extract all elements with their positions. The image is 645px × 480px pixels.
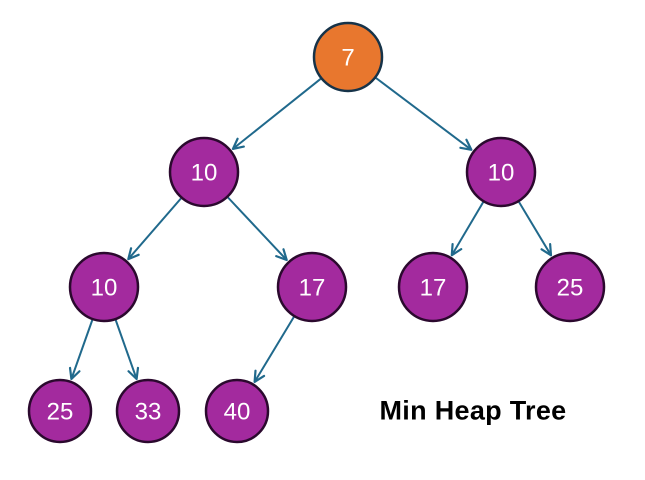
node-10-right: 10 (465, 136, 537, 208)
node-10-left-left-circle (68, 251, 140, 323)
node-25-right-right-label: 25 (557, 275, 584, 302)
node-17-right-left-circle (397, 251, 469, 323)
edges-layer (68, 77, 553, 383)
edge-node-10-left-to-node-10-left-left (127, 197, 182, 261)
node-25-bottom-label: 25 (47, 399, 74, 426)
edge-node-17-left-right-to-node-40-bottom (253, 316, 295, 383)
node-25-right-right: 25 (534, 251, 606, 323)
node-10-left-left-label: 10 (91, 275, 118, 302)
edge-root-node-7-to-node-10-right (375, 77, 473, 151)
node-10-right-label: 10 (488, 160, 515, 187)
node-10-left-circle (168, 136, 240, 208)
edge-node-10-left-left-to-node-33-bottom (114, 319, 140, 381)
node-17-right-left-label: 17 (420, 275, 447, 302)
node-10-left-label: 10 (191, 160, 218, 187)
edge-node-10-left-to-node-17-left-right (227, 196, 288, 262)
node-33-bottom-circle (115, 378, 181, 444)
node-17-left-right-label: 17 (299, 275, 326, 302)
node-17-left-right-circle (276, 251, 348, 323)
root-node-7-circle (312, 21, 384, 93)
node-17-right-left: 17 (397, 251, 469, 323)
nodes-layer: 7 10 10 10 17 17 25 25 33 40 (27, 21, 606, 444)
node-40-bottom-label: 40 (224, 399, 251, 426)
node-10-left-left: 10 (68, 251, 140, 323)
root-node-7-label: 7 (341, 45, 354, 72)
node-33-bottom: 33 (115, 378, 181, 444)
diagram-title: Min Heap Tree (379, 395, 567, 426)
edge-node-10-right-to-node-25-right-right (518, 201, 553, 257)
edge-root-node-7-to-node-10-left (231, 78, 322, 150)
node-10-left: 10 (168, 136, 240, 208)
node-17-left-right: 17 (276, 251, 348, 323)
edge-node-10-left-left-to-node-25-bottom (68, 319, 94, 381)
node-33-bottom-label: 33 (135, 399, 162, 426)
node-25-bottom: 25 (27, 378, 93, 444)
node-25-bottom-circle (27, 378, 93, 444)
node-40-bottom: 40 (204, 378, 270, 444)
node-25-right-right-circle (534, 251, 606, 323)
edge-node-10-right-to-node-17-right-left (450, 201, 485, 257)
node-10-right-circle (465, 136, 537, 208)
node-40-bottom-circle (204, 378, 270, 444)
root-node-7: 7 (312, 21, 384, 93)
